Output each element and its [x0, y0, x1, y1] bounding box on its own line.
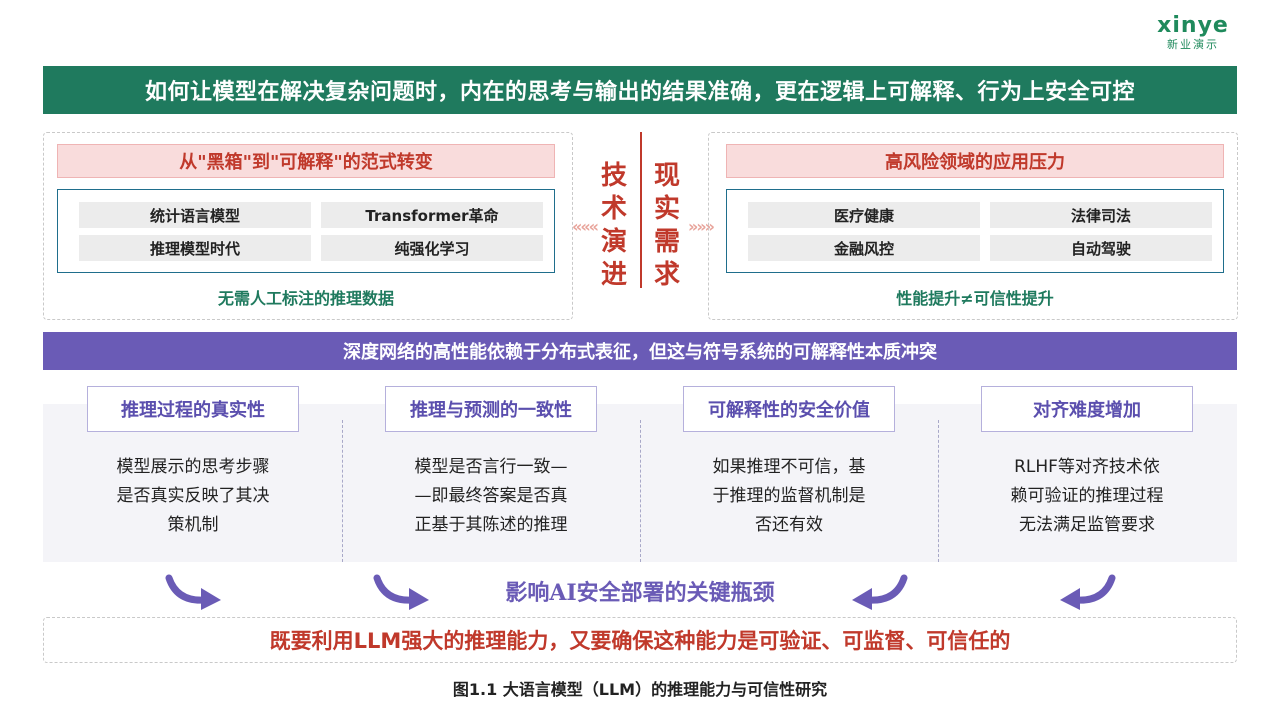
real-demand-label: 现实 需求	[653, 161, 680, 290]
curved-arrow-icon	[373, 574, 429, 610]
right-cell: 法律司法	[990, 202, 1212, 228]
right-cell: 自动驾驶	[990, 235, 1212, 261]
left-panel-caption: 无需人工标注的推理数据	[217, 289, 394, 308]
left-cell: 纯强化学习	[321, 235, 543, 261]
logo: xinye 新业演示	[1148, 14, 1238, 58]
card-text: 如果推理不可信，基于推理的监督机制是否还有效	[712, 457, 866, 535]
right-cell: 医疗健康	[748, 202, 980, 228]
center-divider	[640, 132, 642, 288]
card-title: 可解释性的安全价值	[683, 386, 895, 432]
curved-arrow-icon	[1060, 574, 1116, 610]
right-panel-caption: 性能提升≠可信性提升	[896, 289, 1054, 308]
card-text: RLHF等对齐技术依赖可验证的推理过程无法满足监管要求	[1010, 457, 1164, 535]
right-panel-title: 高风险领域的应用压力	[726, 144, 1224, 178]
conclusion-box: 既要利用LLM强大的推理能力，又要确保这种能力是可验证、可监督、可信任的	[43, 617, 1237, 663]
card-text: 模型是否言行一致——即最终答案是否真正基于其陈述的推理	[414, 457, 568, 535]
logo-word: xinye	[1157, 13, 1229, 38]
left-cell: 统计语言模型	[79, 202, 311, 228]
card-separator	[640, 420, 641, 562]
figure-caption: 图1.1 大语言模型（LLM）的推理能力与可信性研究	[452, 680, 828, 699]
right-panel	[708, 132, 1238, 320]
curved-arrow-icon	[852, 574, 908, 610]
left-panel-title: 从"黑箱"到"可解释"的范式转变	[57, 144, 555, 178]
bottleneck-label: 影响AI安全部署的关键瓶颈	[505, 580, 775, 606]
purple-banner: 深度网络的高性能依赖于分布式表征，但这与符号系统的可解释性本质冲突	[43, 332, 1237, 370]
left-cell: Transformer革命	[321, 202, 543, 228]
card-title: 推理过程的真实性	[87, 386, 299, 432]
card-separator	[938, 420, 939, 562]
chevron-left-icon: «««	[572, 217, 599, 236]
card-title: 对齐难度增加	[981, 386, 1193, 432]
top-banner: 如何让模型在解决复杂问题时，内在的思考与输出的结果准确，更在逻辑上可解释、行为上…	[43, 66, 1237, 114]
left-panel	[43, 132, 573, 320]
card-text: 模型展示的思考步骤是否真实反映了其决策机制	[116, 457, 270, 535]
right-cell: 金融风控	[748, 235, 980, 261]
left-cell: 推理模型时代	[79, 235, 311, 261]
card-title: 推理与预测的一致性	[385, 386, 597, 432]
tech-evolution-label: 技术 演进	[600, 161, 627, 290]
card-separator	[342, 420, 343, 562]
logo-subtitle: 新业演示	[1167, 38, 1219, 51]
curved-arrow-icon	[165, 574, 221, 610]
